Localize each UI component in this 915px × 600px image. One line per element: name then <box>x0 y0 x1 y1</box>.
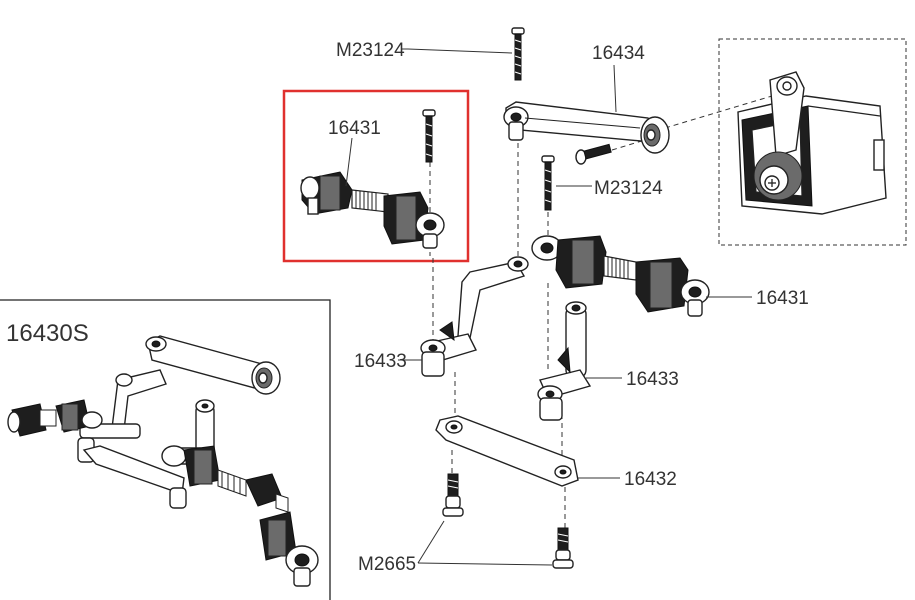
bellcrank-16433-left <box>420 256 529 377</box>
label-turnbuckle-boxed: 16431 <box>328 118 381 139</box>
servo-detail-box <box>718 38 907 246</box>
label-screws-bottom: M2665 <box>358 554 416 575</box>
screw-m2665-right <box>552 527 574 569</box>
bellcrank-16433-right <box>537 301 592 421</box>
label-servo-saver-arm: 16434 <box>592 43 645 64</box>
label-screw-top: M23124 <box>336 40 405 61</box>
label-assembly-set: 16430S <box>6 320 89 347</box>
assembled-set-16430s <box>7 335 319 587</box>
turnbuckle-16431-right <box>531 235 710 317</box>
screw-m23124-top <box>511 27 525 81</box>
assembly-frame <box>0 299 331 600</box>
servo-detail <box>737 71 887 215</box>
screw-m2665-left <box>442 473 464 517</box>
highlight-box <box>282 89 470 263</box>
label-drag-link: 16432 <box>624 469 677 490</box>
leader-lines <box>345 48 752 566</box>
assembly-guides <box>429 92 783 530</box>
drag-link-16432 <box>435 415 579 487</box>
screw-servo-horn <box>575 143 612 165</box>
servo-saver-arm-16434 <box>503 101 670 154</box>
screw-m23124-mid <box>541 155 555 211</box>
label-bellcrank-right: 16433 <box>626 369 679 390</box>
label-bellcrank-left: 16433 <box>354 351 407 372</box>
turnbuckle-16431-boxed <box>300 171 445 249</box>
screw-boxed <box>422 109 436 163</box>
label-screw-mid: M23124 <box>594 178 663 199</box>
label-turnbuckle-right: 16431 <box>756 288 809 309</box>
